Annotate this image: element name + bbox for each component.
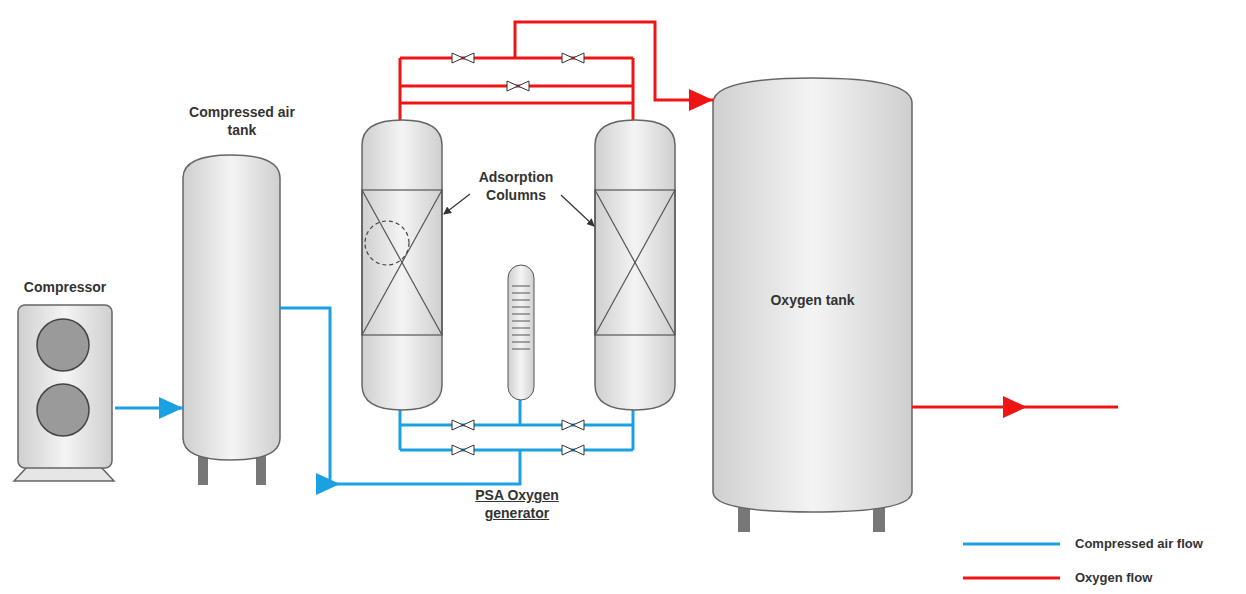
oxygen-tank: Oxygen tank bbox=[713, 78, 912, 530]
air-tank: Compressed air tank bbox=[183, 105, 280, 485]
legend-line bbox=[963, 543, 1060, 546]
node-label: Compressed air tank bbox=[177, 103, 307, 139]
legend-line bbox=[963, 577, 1060, 580]
adsorption-column bbox=[595, 120, 675, 410]
node-label: PSA Oxygen generator bbox=[447, 486, 587, 522]
flow-pipe bbox=[515, 22, 713, 100]
air-manifold bbox=[340, 398, 633, 484]
oxygen-outlet bbox=[912, 396, 1118, 418]
node-label: Compressor bbox=[15, 278, 115, 296]
flow-gauge bbox=[508, 265, 534, 400]
oxygen-manifold bbox=[400, 40, 633, 125]
legend-text: Oxygen flow bbox=[1075, 569, 1152, 587]
flow-pipe bbox=[115, 407, 183, 410]
part-label: Adsorption Columns bbox=[466, 168, 566, 204]
node-label: Oxygen tank bbox=[713, 291, 912, 309]
flow-pipe bbox=[280, 308, 340, 484]
air-tank-symbol bbox=[183, 155, 280, 485]
compressor: Compressor bbox=[15, 278, 115, 483]
psa-generator: PSA Oxygen generator bbox=[340, 40, 690, 505]
oxygen-tank-symbol bbox=[713, 78, 912, 532]
adsorption-column bbox=[362, 120, 442, 410]
compressor-symbol bbox=[14, 305, 114, 481]
valve-symbol bbox=[452, 53, 584, 455]
legend-text: Compressed air flow bbox=[1075, 535, 1203, 553]
